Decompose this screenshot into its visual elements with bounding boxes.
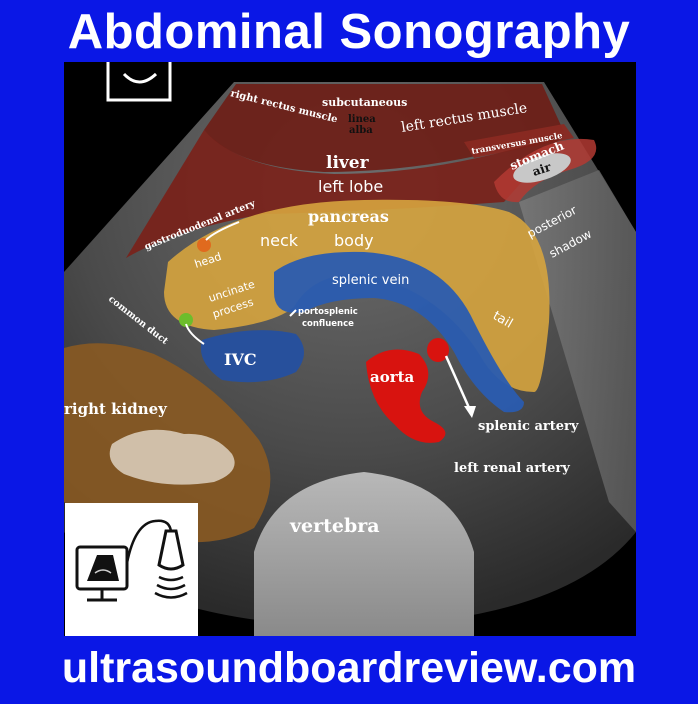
page-title: Abdominal Sonography bbox=[67, 5, 631, 59]
stomach-air bbox=[513, 153, 571, 183]
label-right-kidney: right kidney bbox=[64, 400, 168, 418]
sonogram-diagram: subcutaneous right rectus muscle linea a… bbox=[64, 62, 636, 636]
ivc bbox=[200, 330, 304, 383]
label-left-lobe: left lobe bbox=[318, 177, 383, 196]
splenic-artery-arrowhead bbox=[464, 406, 476, 418]
splenic-artery-origin bbox=[427, 338, 449, 362]
kidney-sinus bbox=[109, 429, 235, 485]
label-linea: linea bbox=[348, 114, 376, 125]
liver-left-lobe bbox=[126, 130, 564, 258]
aorta bbox=[366, 349, 446, 443]
pancreas bbox=[164, 199, 550, 392]
vertebra bbox=[254, 472, 474, 636]
label-portosplenic: portosplenic bbox=[298, 307, 358, 317]
label-left-renal-artery: left renal artery bbox=[454, 461, 570, 476]
label-subcutaneous: subcutaneous bbox=[322, 96, 407, 109]
confluence-arrow bbox=[289, 309, 297, 317]
label-aorta: aorta bbox=[370, 368, 415, 386]
label-neck: neck bbox=[260, 231, 299, 250]
splenic-vein bbox=[274, 251, 524, 413]
transversus-muscle bbox=[464, 124, 574, 158]
label-pancreas: pancreas bbox=[308, 207, 389, 226]
probe-outline-icon bbox=[106, 62, 172, 102]
label-vertebra: vertebra bbox=[289, 515, 380, 537]
logo bbox=[65, 503, 198, 636]
label-alba: alba bbox=[349, 125, 373, 136]
splenic-artery-arrow bbox=[444, 355, 472, 411]
label-liver: liver bbox=[326, 153, 370, 173]
gda-arrow bbox=[205, 221, 240, 241]
posterior-shadow bbox=[519, 170, 636, 532]
probe-curve-icon bbox=[122, 72, 158, 84]
label-ivc: IVC bbox=[224, 350, 257, 369]
label-splenic-artery: splenic artery bbox=[478, 419, 579, 434]
common-duct-arrow bbox=[185, 323, 205, 345]
ultrasound-image: subcutaneous right rectus muscle linea a… bbox=[64, 62, 636, 636]
label-splenic-vein: splenic vein bbox=[332, 273, 409, 288]
label-body: body bbox=[334, 231, 374, 250]
website-url[interactable]: ultrasoundboardreview.com bbox=[61, 644, 637, 692]
gastroduodenal-artery-dot bbox=[197, 238, 211, 252]
common-duct-dot bbox=[179, 313, 193, 327]
label-confluence: confluence bbox=[302, 319, 354, 329]
ultrasound-machine-icon bbox=[75, 519, 188, 602]
label-air: air bbox=[531, 160, 554, 179]
